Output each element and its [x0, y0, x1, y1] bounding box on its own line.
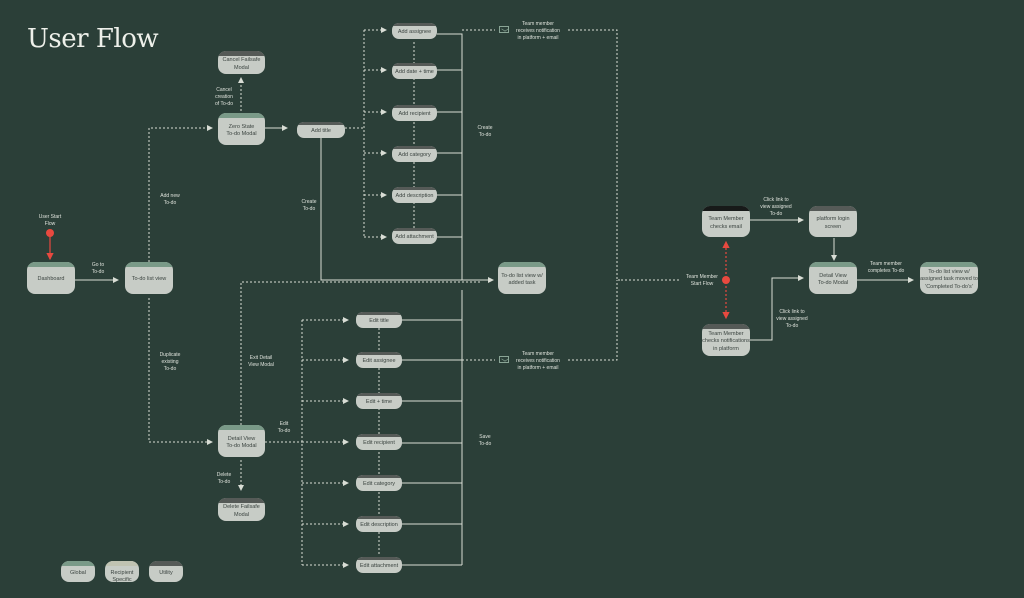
- node-detail-view[interactable]: Detail View To-do Modal: [218, 425, 265, 457]
- node-label: Add title: [311, 128, 331, 135]
- node-label: Cancel Failsafe Modal: [222, 57, 261, 71]
- label-duplicate: Duplicate existing To-do: [159, 352, 181, 372]
- node-label: Add description: [395, 193, 434, 200]
- user-start-dot: [46, 229, 54, 237]
- label-click-link-email: Click link to view assigned To-do: [760, 197, 792, 217]
- node-tm-detail-view[interactable]: Detail View To-do Modal: [809, 262, 857, 294]
- node-edit-assignee[interactable]: Edit assignee: [356, 352, 402, 368]
- node-edit-time[interactable]: Edit + time: [356, 393, 402, 409]
- node-label: Team Member checks email: [708, 216, 744, 230]
- edge-edit-bus: [401, 290, 463, 566]
- edge-todo-zero: [148, 125, 213, 262]
- label-tm-completes: Team member completes To-do: [867, 261, 905, 274]
- node-label: Delete Failsafe Modal: [223, 504, 260, 518]
- team-member-start-dot: [722, 276, 730, 284]
- mail-icon: [499, 26, 509, 33]
- node-add-date-time[interactable]: Add date + time: [392, 63, 437, 79]
- node-cancel-failsafe[interactable]: Cancel Failsafe Modal: [218, 51, 265, 74]
- node-edit-category[interactable]: Edit category: [356, 475, 402, 491]
- edge-notify1: [462, 29, 621, 281]
- node-add-category[interactable]: Add category: [392, 146, 437, 162]
- legend-label: Global: [70, 569, 86, 576]
- node-label: platform login screen: [816, 216, 850, 230]
- node-label: To-do list view: [131, 276, 167, 283]
- node-add-title[interactable]: Add title: [297, 122, 345, 138]
- label-create-todo-1: Create To-do: [301, 199, 317, 212]
- label-delete-todo: Delete To-do: [216, 472, 232, 485]
- node-label: Edit title: [369, 318, 389, 325]
- node-label: Edit category: [362, 481, 396, 488]
- node-add-description[interactable]: Add description: [392, 187, 437, 203]
- node-edit-title[interactable]: Edit title: [356, 312, 402, 328]
- edge-addtitle-branches: [345, 29, 386, 238]
- node-todo-added[interactable]: To-do list view w/ added task: [498, 262, 546, 294]
- node-label: Dashboard: [37, 276, 65, 283]
- label-notify-1: Team member receives notification in pla…: [516, 21, 560, 41]
- node-label: Add category: [398, 152, 431, 159]
- label-notify-2: Team member receives notification in pla…: [516, 351, 560, 371]
- label-go-to-todo: Go to To-do: [91, 262, 105, 275]
- label-exit-detail: Exit Detail View Modal: [248, 355, 274, 368]
- edge-todo-detail: [148, 298, 213, 445]
- node-zero-state[interactable]: Zero State To-do Modal: [218, 113, 265, 145]
- node-dashboard[interactable]: Dashboard: [27, 262, 75, 294]
- label-user-start: User Start Flow: [38, 214, 62, 227]
- node-label: Edit assignee: [362, 358, 396, 365]
- node-label: Edit + time: [365, 399, 393, 406]
- node-label: Add recipient: [398, 111, 431, 118]
- label-cancel-creation: Cancel creation of To-do: [215, 87, 233, 107]
- label-click-link-platform: Click link to view assigned To-do: [776, 309, 808, 329]
- page-title: User Flow: [27, 24, 159, 54]
- legend-global: Global: [61, 561, 95, 582]
- label-save-todo: Save To-do: [478, 434, 492, 447]
- node-tm-checks-notifications[interactable]: Team Member checks notifications in plat…: [702, 324, 750, 356]
- node-add-attachment[interactable]: Add attachment: [392, 228, 437, 244]
- node-label: Edit recipient: [363, 440, 395, 447]
- node-label: Add date + time: [395, 69, 434, 76]
- node-edit-attachment[interactable]: Edit attachment: [356, 557, 402, 573]
- label-edit-todo: Edit To-do: [277, 421, 291, 434]
- node-label: To-do list view w/ added task: [501, 272, 543, 286]
- node-tm-checks-email[interactable]: Team Member checks email: [702, 206, 750, 237]
- label-add-new-todo: Add new To-do: [160, 193, 180, 206]
- edge-addtitle-added: [320, 136, 494, 283]
- node-label: Team Member checks notifications in plat…: [702, 330, 750, 352]
- node-edit-description[interactable]: Edit description: [356, 516, 402, 532]
- node-add-recipient[interactable]: Add recipient: [392, 105, 437, 121]
- label-tm-start: Team Member Start Flow: [686, 274, 718, 287]
- legend-utility: Utility: [149, 561, 183, 582]
- node-label: Add assignee: [397, 29, 432, 36]
- node-platform-login[interactable]: platform login screen: [809, 206, 857, 237]
- node-label: Edit attachment: [359, 563, 399, 570]
- node-add-assignee[interactable]: Add assignee: [392, 23, 437, 39]
- node-todo-completed[interactable]: To-do list view w/ assigned task moved t…: [920, 262, 978, 294]
- node-edit-recipient[interactable]: Edit recipient: [356, 434, 402, 450]
- node-label: Detail View To-do Modal: [817, 272, 849, 286]
- mail-icon: [499, 356, 509, 363]
- node-label: Add attachment: [395, 234, 434, 241]
- edge-add-bus: [437, 33, 463, 280]
- label-create-todo-2: Create To-do: [477, 125, 493, 138]
- legend-case-recipient: Case Recipient Specific: [105, 561, 139, 582]
- node-label: Detail View To-do Modal: [226, 435, 257, 449]
- node-todo-list-view[interactable]: To-do list view: [125, 262, 173, 294]
- node-label: Zero State To-do Modal: [226, 123, 257, 137]
- node-label: Edit description: [360, 522, 398, 529]
- node-delete-failsafe[interactable]: Delete Failsafe Modal: [218, 498, 265, 521]
- node-label: To-do list view w/ assigned task moved t…: [920, 268, 978, 290]
- legend-label: Utility: [159, 569, 173, 576]
- edge-notify2: [462, 280, 618, 361]
- edge-notif-detail: [750, 275, 804, 341]
